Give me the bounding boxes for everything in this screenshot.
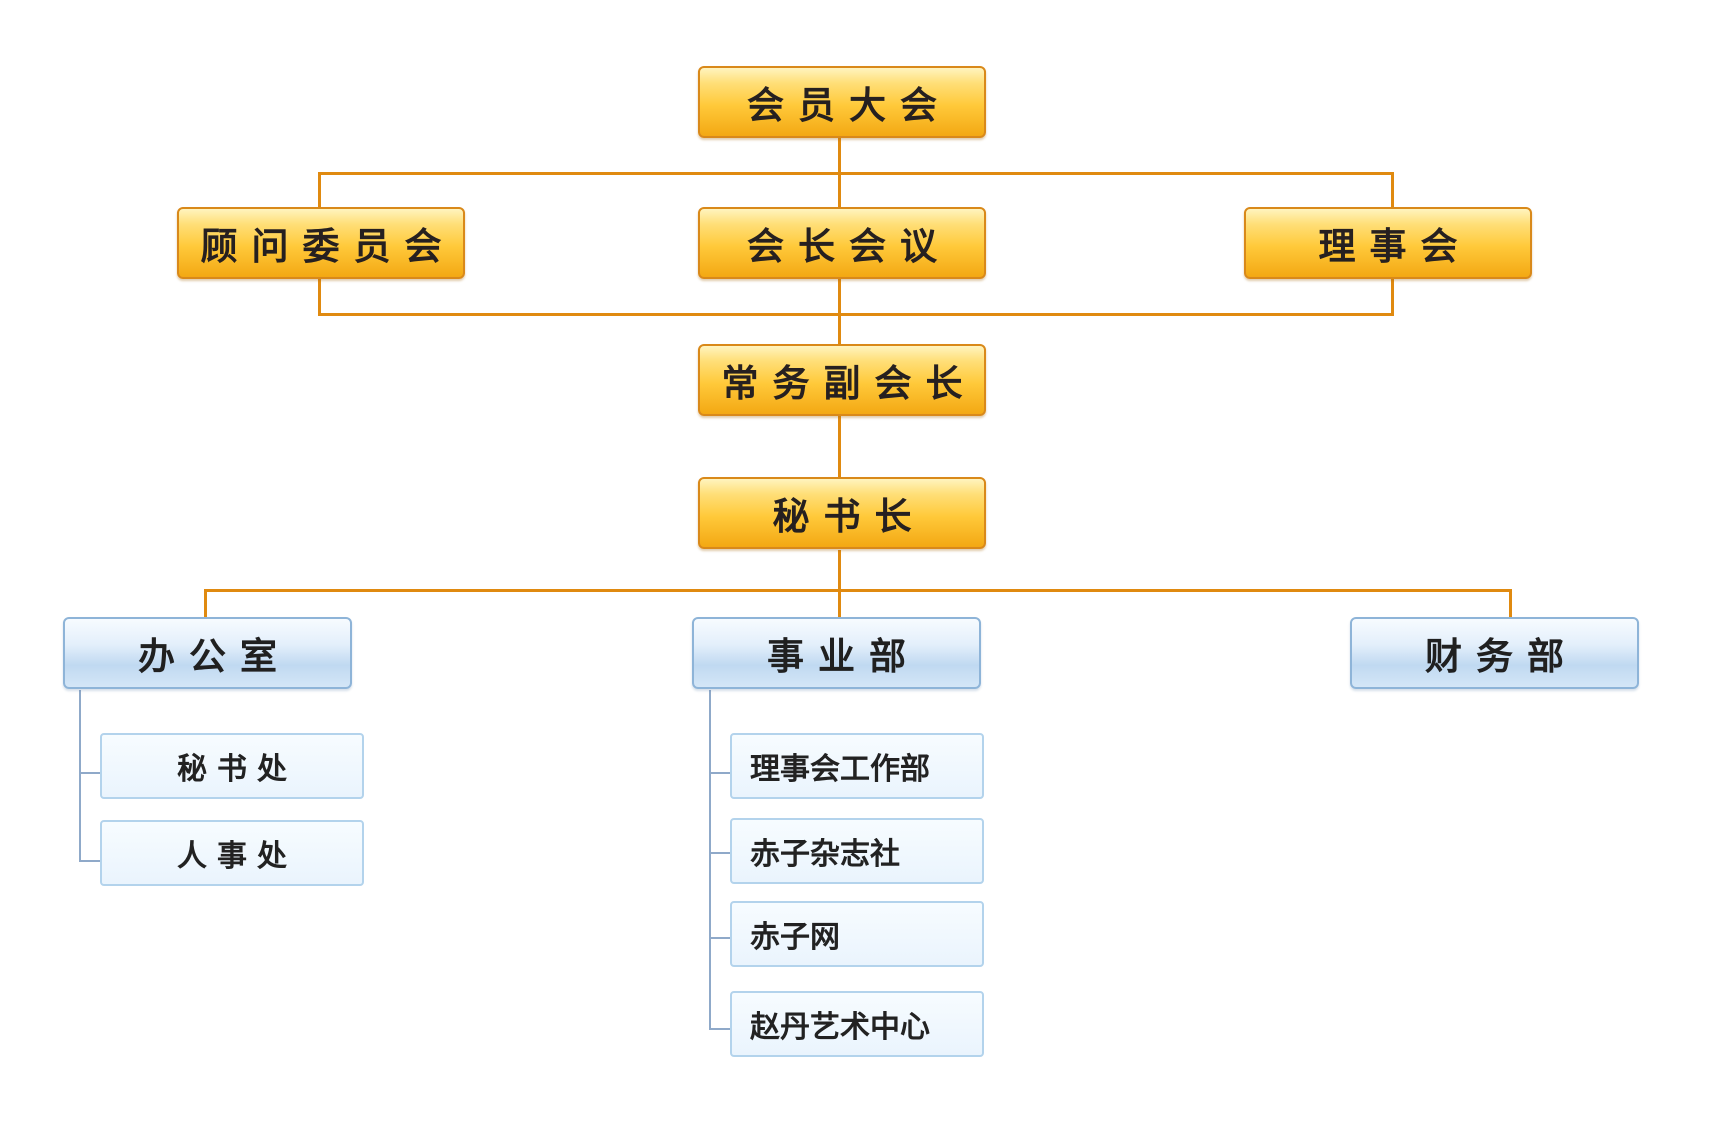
connector-line bbox=[1391, 279, 1394, 316]
art-center-node: 赵丹艺术中心 bbox=[730, 991, 984, 1057]
connector-line bbox=[838, 416, 841, 478]
website-node: 赤子网 bbox=[730, 901, 984, 967]
personnel-node: 人事处 bbox=[100, 820, 364, 886]
advisory-committee-node: 顾问委员会 bbox=[177, 207, 465, 279]
sub-connector-line bbox=[709, 690, 711, 1030]
sub-connector-line bbox=[709, 772, 731, 774]
business-dept-node: 事业部 bbox=[692, 617, 981, 689]
sub-connector-line bbox=[709, 937, 731, 939]
connector-line bbox=[204, 589, 1512, 592]
connector-line bbox=[318, 172, 1394, 175]
general-assembly-node: 会员大会 bbox=[698, 66, 986, 138]
connector-line bbox=[838, 550, 841, 620]
sub-connector-line bbox=[709, 852, 731, 854]
connector-line bbox=[838, 137, 841, 176]
secretariat-node: 秘书处 bbox=[100, 733, 364, 799]
secretary-general-node: 秘书长 bbox=[698, 477, 986, 549]
finance-dept-node: 财务部 bbox=[1350, 617, 1639, 689]
office-node: 办公室 bbox=[63, 617, 352, 689]
sub-connector-line bbox=[79, 690, 81, 862]
connector-line bbox=[838, 172, 841, 208]
connector-line bbox=[318, 313, 1394, 316]
connector-line bbox=[318, 172, 321, 208]
sub-connector-line bbox=[79, 860, 101, 862]
sub-connector-line bbox=[709, 1028, 731, 1030]
sub-connector-line bbox=[79, 772, 101, 774]
connector-line bbox=[204, 589, 207, 619]
connector-line bbox=[318, 279, 321, 316]
presidents-meeting-node: 会长会议 bbox=[698, 207, 986, 279]
connector-line bbox=[1391, 172, 1394, 208]
council-affairs-node: 理事会工作部 bbox=[730, 733, 984, 799]
connector-line bbox=[1509, 589, 1512, 619]
magazine-node: 赤子杂志社 bbox=[730, 818, 984, 884]
executive-vice-president-node: 常务副会长 bbox=[698, 344, 986, 416]
council-node: 理事会 bbox=[1244, 207, 1532, 279]
